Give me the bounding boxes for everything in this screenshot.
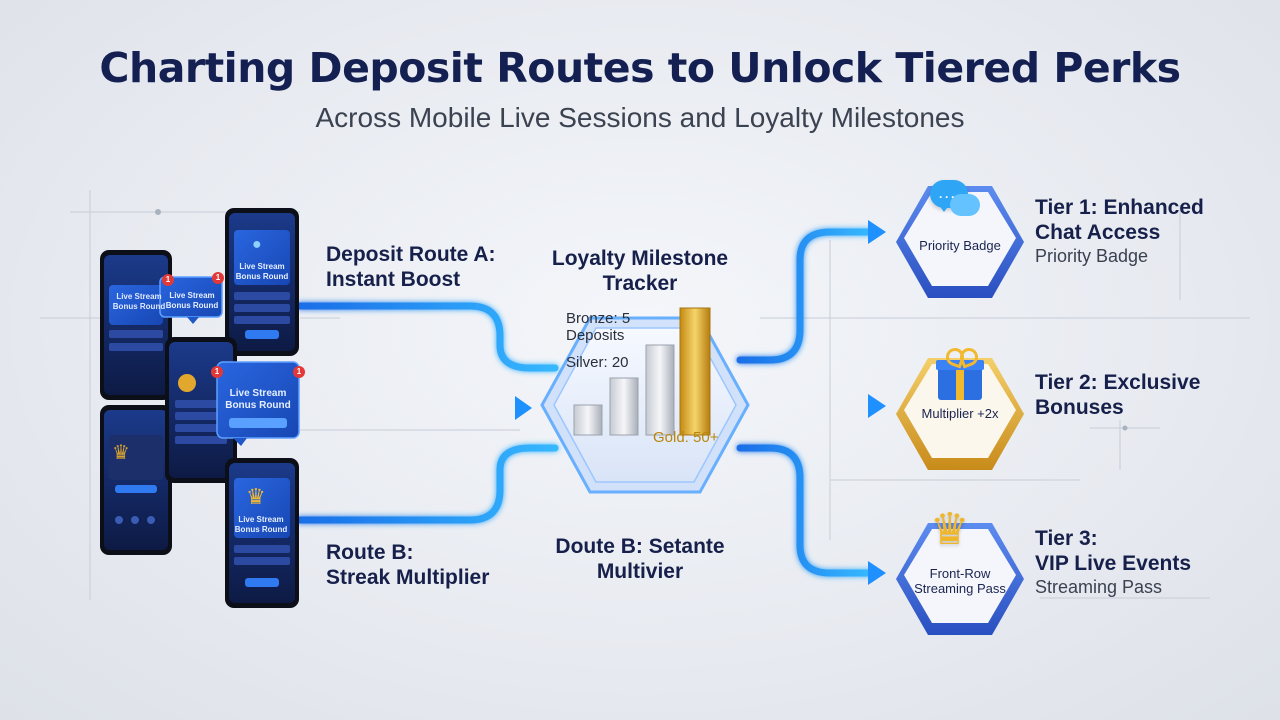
phone-5 bbox=[225, 458, 299, 608]
notification-badge-4: 1 bbox=[293, 366, 305, 378]
gift-box-icon bbox=[934, 345, 986, 402]
bar-bronze bbox=[573, 404, 603, 436]
tier2-hex-label: Multiplier +2x bbox=[921, 406, 999, 421]
route-a-line1: Deposit Route A: bbox=[326, 243, 496, 266]
tracker-title-line2: Tracker bbox=[602, 272, 678, 295]
tier2-title: Tier 2: Exclusive Bonuses bbox=[1035, 370, 1200, 420]
crown-icon-small: ♛ bbox=[112, 442, 130, 464]
phone-5-card-text: Live Stream Bonus Round bbox=[233, 515, 289, 535]
tier1-title-line2: Chat Access bbox=[1035, 221, 1161, 244]
tracker-caption-line2: Multivier bbox=[596, 560, 684, 583]
notification-badge-3: 1 bbox=[211, 366, 223, 378]
tier2-hexagon bbox=[896, 358, 1024, 470]
route-b-line1: Route B: bbox=[326, 541, 414, 564]
page-title: Charting Deposit Routes to Unlock Tiered… bbox=[99, 44, 1181, 92]
tracker-hexagon bbox=[540, 307, 750, 494]
route-b-line2: Streak Multiplier bbox=[326, 566, 490, 589]
arrow-head-tier3 bbox=[868, 561, 886, 585]
popup-card-a bbox=[159, 276, 223, 324]
phone-2 bbox=[225, 208, 299, 356]
phone-card-a-line1: Live Stream bbox=[116, 292, 162, 301]
notification-badge-2: 1 bbox=[212, 272, 224, 284]
route-a-line2: Instant Boost bbox=[326, 268, 461, 291]
phone-card-a-line2: Bonus Round bbox=[112, 302, 166, 311]
tier1-subtitle: Priority Badge bbox=[1035, 246, 1149, 266]
tracker-silver-label: Silver: 20 bbox=[566, 354, 629, 371]
route-b-label: Route B: Streak Multiplier bbox=[326, 540, 489, 590]
popup-card-b bbox=[216, 361, 300, 446]
bar-silver-2 bbox=[645, 344, 675, 436]
tracker-caption: Doute B: Setante Multivier bbox=[530, 534, 750, 584]
bronze-line1: Bronze: 5 bbox=[566, 310, 631, 327]
tier3-subtitle: Streaming Pass bbox=[1035, 577, 1163, 597]
phone-2-card-text: Live Stream Bonus Round bbox=[233, 262, 291, 282]
popup-b-line1: Live Stream bbox=[229, 388, 287, 399]
chat-bubble-icon: ··· bbox=[928, 178, 988, 222]
popup-a-line2: Bonus Round bbox=[165, 301, 219, 310]
popup-a-text: Live Stream Bonus Round bbox=[163, 291, 221, 311]
phone-5-card-line1: Live Stream bbox=[238, 515, 284, 524]
tier3-title: Tier 3: VIP Live Events Streaming Pass bbox=[1035, 526, 1191, 598]
tier3-hex-line2: Streaming Pass bbox=[914, 581, 1006, 596]
crown-icon: ♛ bbox=[930, 505, 970, 554]
phone-card-a-text: Live Stream Bonus Round bbox=[108, 292, 170, 312]
tier1-title-line1: Tier 1: Enhanced bbox=[1035, 196, 1204, 219]
phone-1 bbox=[100, 250, 172, 400]
tier3-hexagon bbox=[896, 523, 1024, 635]
popup-b-text: Live Stream Bonus Round bbox=[218, 388, 298, 412]
bar-silver-1 bbox=[609, 377, 639, 436]
bronze-line2: Deposits bbox=[566, 327, 625, 344]
flow-route-a bbox=[296, 302, 559, 372]
popup-b-line2: Bonus Round bbox=[225, 400, 291, 411]
crown-icon: ♛ bbox=[246, 484, 266, 509]
phone-2-card-line1: Live Stream bbox=[239, 262, 285, 271]
flow-route-b bbox=[296, 444, 559, 524]
tier2-title-line2: Bonuses bbox=[1035, 396, 1124, 419]
tier3-title-line1: Tier 3: bbox=[1035, 527, 1098, 550]
tracker-caption-line1: Doute B: Setante bbox=[555, 535, 725, 558]
tier3-hex-label: Front-Row Streaming Pass bbox=[900, 566, 1020, 596]
arrow-head-tier1 bbox=[868, 220, 886, 244]
tracker-title: Loyalty Milestone Tracker bbox=[530, 246, 750, 296]
phone-3 bbox=[100, 405, 172, 555]
tracker-gold-label: Gold: 50+ bbox=[653, 429, 719, 446]
popup-a-line1: Live Stream bbox=[169, 291, 215, 300]
notification-badge-1: 1 bbox=[162, 274, 174, 286]
flow-tier3 bbox=[736, 444, 874, 577]
flow-tier1 bbox=[736, 228, 874, 364]
chat-bubble-icon: ● bbox=[252, 236, 262, 253]
tier3-title-line2: VIP Live Events bbox=[1035, 552, 1192, 575]
phone-cluster bbox=[100, 208, 300, 608]
arrow-head-tier2 bbox=[868, 394, 886, 418]
bar-gold bbox=[679, 307, 711, 436]
tier3-hex-line1: Front-Row bbox=[929, 566, 991, 581]
phone-2-card-line2: Bonus Round bbox=[235, 272, 289, 281]
tracker-bars bbox=[573, 307, 711, 436]
tracker-bronze-label: Bronze: 5 Deposits bbox=[566, 310, 630, 344]
tracker-title-line1: Loyalty Milestone bbox=[551, 247, 729, 270]
tier2-title-line1: Tier 2: Exclusive bbox=[1035, 371, 1201, 394]
arrow-head-middle bbox=[515, 396, 532, 420]
tier1-hex-label: Priority Badge bbox=[919, 238, 1001, 253]
page-subtitle: Across Mobile Live Sessions and Loyalty … bbox=[315, 102, 965, 133]
tier1-title: Tier 1: Enhanced Chat Access Priority Ba… bbox=[1035, 195, 1204, 267]
phone-5-card-line2: Bonus Round bbox=[234, 525, 288, 534]
tier1-hexagon bbox=[896, 186, 1024, 298]
route-a-label: Deposit Route A: Instant Boost bbox=[326, 242, 496, 292]
